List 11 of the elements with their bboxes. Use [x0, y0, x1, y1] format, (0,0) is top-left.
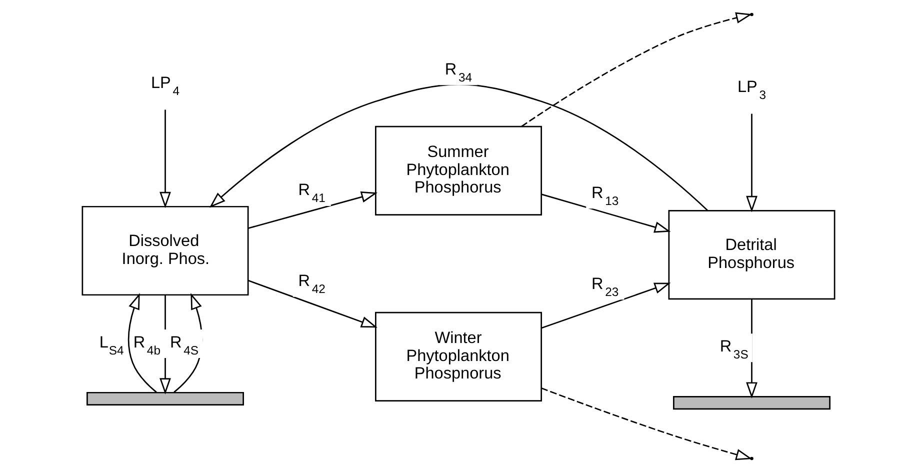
- edge-label: R$_{23}$: [591, 274, 618, 299]
- edge-label: R$_{3S}$: [719, 337, 748, 362]
- edge-label: R$_{41}$: [298, 181, 325, 206]
- node-text: LP$_{3}$: [736, 78, 766, 102]
- edge-label: R$_{13}$: [591, 184, 618, 208]
- node-text: LP$_{4}$: [150, 74, 180, 98]
- edge-label: L$_{S4}$: [98, 333, 124, 358]
- edge-label: R$_{34}$: [444, 60, 472, 84]
- edge-label: R$_{4S}$: [170, 333, 198, 358]
- edge-label: R$_{42}$: [298, 272, 325, 296]
- edge-label: R$_{4b}$: [132, 333, 160, 358]
